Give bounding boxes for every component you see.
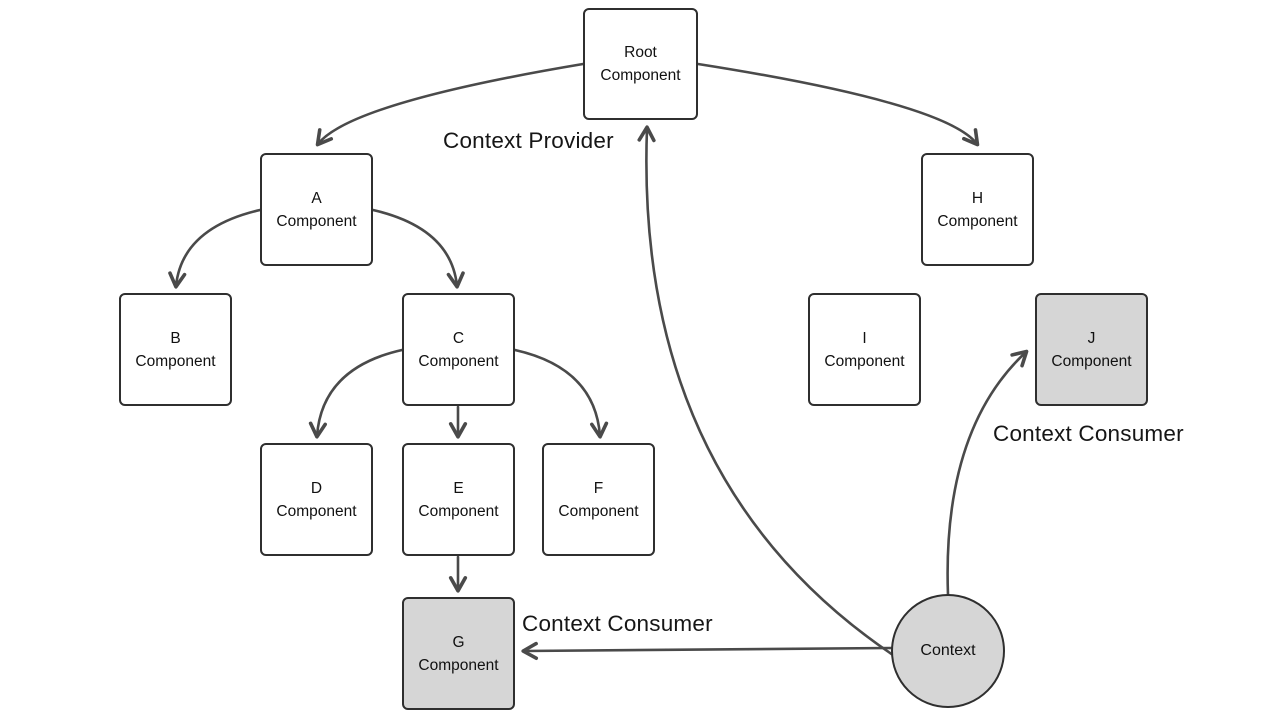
node-label-line: Component: [276, 502, 357, 520]
context-label: Context: [920, 642, 976, 659]
node-label-line: F: [593, 479, 604, 497]
node-label-line: Component: [418, 656, 499, 674]
context-provider-label: Context Provider: [443, 128, 614, 153]
node-label-line: G: [452, 633, 465, 651]
node-label-line: Component: [135, 352, 216, 370]
node-label-line: Component: [600, 67, 681, 84]
node-label-line: J: [1087, 329, 1096, 347]
node-label-line: Component: [937, 212, 1018, 230]
node-a-component: A Component: [260, 153, 373, 266]
node-j-component: J Component: [1035, 293, 1148, 406]
node-e-component: E Component: [402, 443, 515, 556]
context-consumer-label-right: Context Consumer: [993, 421, 1184, 446]
node-h-component: H Component: [921, 153, 1034, 266]
node-b-component: B Component: [119, 293, 232, 406]
node-context: Context: [891, 594, 1005, 708]
edge-context-to-j: [946, 349, 1029, 597]
node-label-line: Component: [558, 502, 639, 520]
context-consumer-label-left: Context Consumer: [522, 611, 713, 636]
node-label-line: Component: [418, 502, 499, 520]
node-label-line: E: [453, 479, 464, 497]
node-label-line: B: [170, 329, 181, 347]
node-g-component: G Component: [402, 597, 515, 710]
node-d-component: D Component: [260, 443, 373, 556]
node-label-line: Component: [418, 352, 499, 370]
node-f-component: F Component: [542, 443, 655, 556]
node-label-line: I: [862, 329, 867, 347]
node-label-line: A: [311, 189, 322, 207]
node-label-line: Component: [1051, 352, 1132, 370]
edge-root-to-a: [315, 62, 585, 147]
node-label-line: Component: [824, 352, 905, 370]
edge-root-to-h: [696, 62, 980, 147]
edge-context-to-g: [521, 641, 893, 661]
edge-a-to-b: [168, 208, 262, 289]
node-label-line: C: [452, 329, 465, 347]
node-c-component: C Component: [402, 293, 515, 406]
node-label-line: H: [971, 189, 984, 207]
node-label-line: Component: [276, 212, 357, 230]
edge-a-to-c: [371, 208, 465, 289]
node-root-component: Root Component: [583, 8, 698, 120]
edge-context-to-root: [637, 125, 895, 657]
node-label-line: Root: [624, 44, 657, 61]
edge-c-to-d: [308, 348, 404, 439]
edge-c-to-f: [513, 348, 609, 439]
node-i-component: I Component: [808, 293, 921, 406]
node-label-line: D: [310, 479, 323, 497]
